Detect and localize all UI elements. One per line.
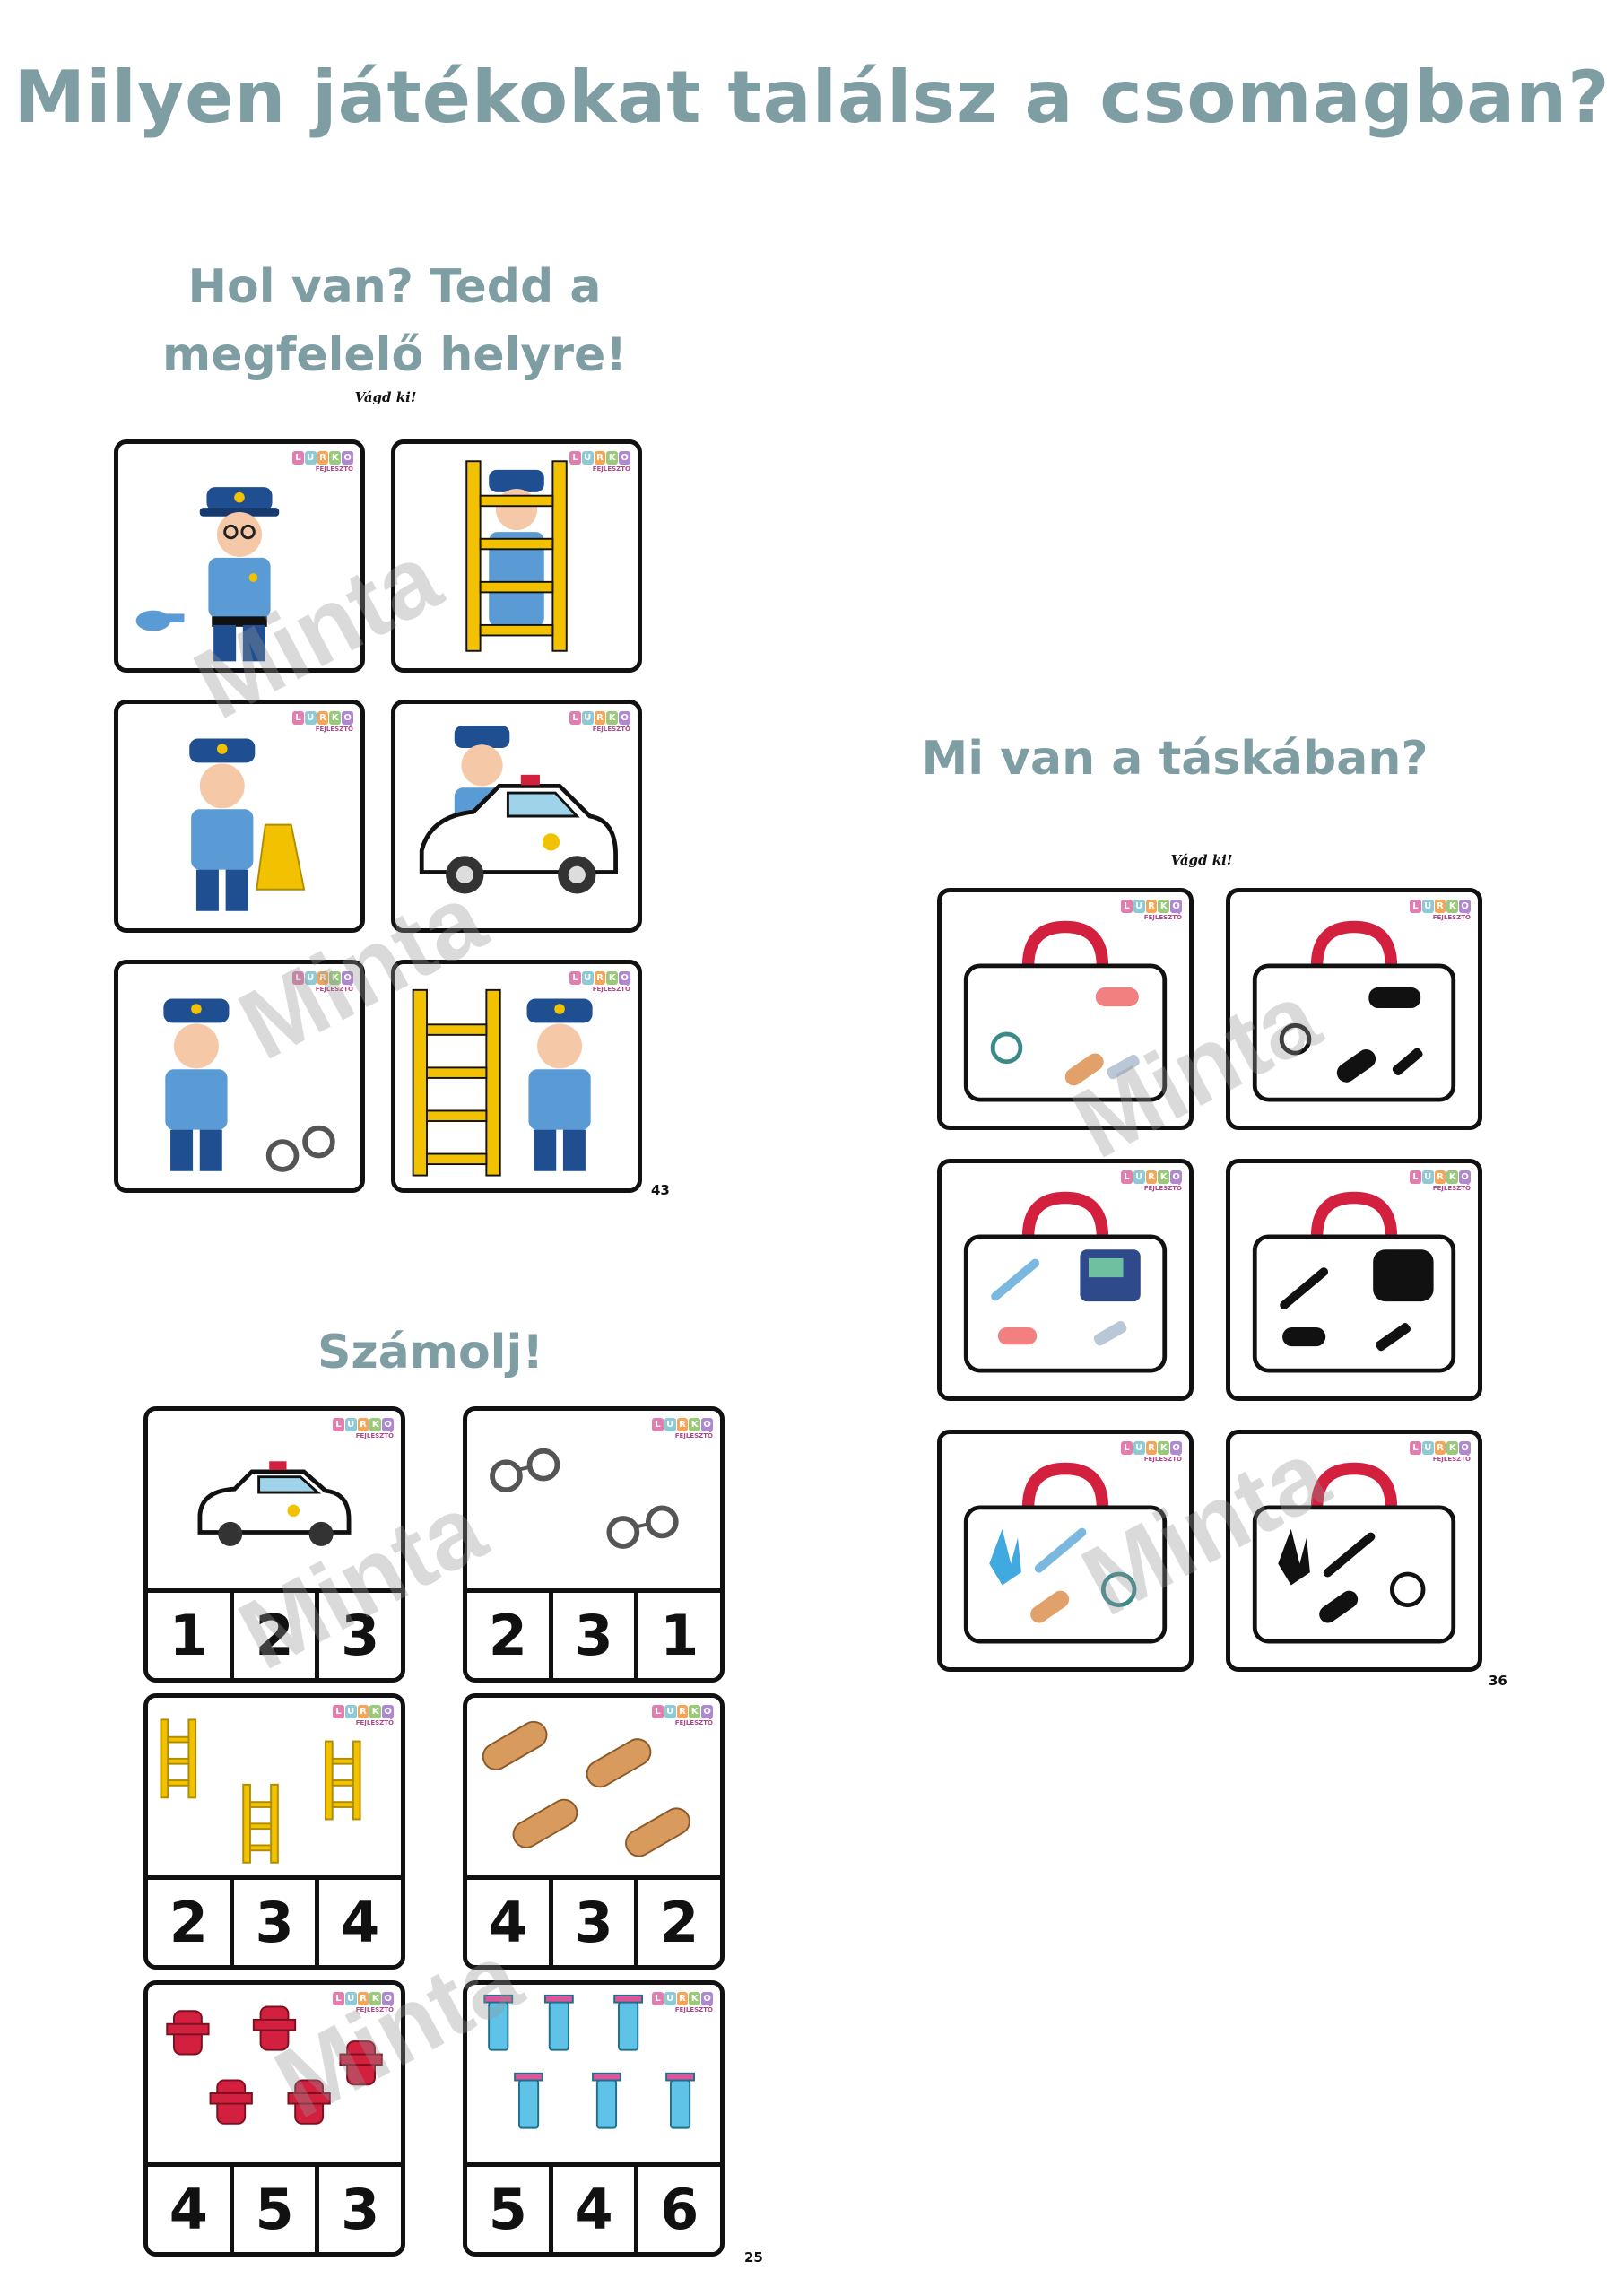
handcuffs-icon [490, 1448, 679, 1549]
police-section-title: Hol van? Tedd a megfelelő helyre! [162, 260, 627, 382]
bandage-icon [482, 1720, 690, 1857]
count-answer-option[interactable]: 3 [553, 1593, 639, 1678]
doctor-bag-colored-icon [963, 920, 1168, 1102]
ladder-icon [160, 1718, 361, 1864]
police-with-handcuffs-icon [163, 998, 335, 1172]
police-car-icon [197, 1461, 352, 1546]
count-answer-option[interactable]: 6 [660, 2177, 699, 2242]
count-answer-option[interactable]: 3 [341, 2177, 380, 2242]
fire-hydrant-icon [166, 2005, 383, 2125]
count-answer-option[interactable]: 1 [660, 1603, 699, 1668]
bag-section-title: Mi van a táskában? [921, 732, 1429, 786]
count-page-number: 25 [744, 2249, 763, 2266]
count-answer-row: 2 3 1 [467, 1588, 720, 1678]
bag-cut-label: Vágd ki! [1170, 852, 1233, 868]
count-answer-option[interactable]: 3 [341, 1603, 380, 1668]
police-behind-ladder-icon [465, 460, 568, 652]
police-next-to-ladder-icon [412, 988, 593, 1177]
count-answer-option[interactable]: 5 [467, 2167, 553, 2252]
syringe-icon [483, 1994, 695, 2129]
doctor-bag-colored-icon [963, 1462, 1168, 1644]
count-answer-option[interactable]: 5 [234, 2167, 320, 2252]
count-answer-option[interactable]: 3 [234, 1880, 320, 1965]
count-answer-option[interactable]: 4 [341, 1890, 380, 1955]
page-title: Milyen játékokat találsz a csomagban? [13, 56, 1611, 139]
police-page-number: 43 [651, 1182, 670, 1198]
count-answer-option[interactable]: 2 [148, 1880, 234, 1965]
count-answer-option[interactable]: 2 [234, 1593, 320, 1678]
doctor-bag-colored-icon [963, 1191, 1168, 1373]
count-answer-option[interactable]: 2 [660, 1890, 699, 1955]
count-answer-row: 2 3 4 [148, 1875, 401, 1965]
count-answer-option[interactable]: 4 [467, 1880, 553, 1965]
doctor-bag-silhouette-icon [1252, 1462, 1456, 1644]
count-section-title: Számolj! [317, 1326, 544, 1379]
count-answer-option[interactable]: 3 [553, 1880, 639, 1965]
count-answer-row: 4 3 2 [467, 1875, 720, 1965]
count-answer-row: 1 2 3 [148, 1588, 401, 1678]
police-with-sign-icon [189, 738, 306, 911]
police-officer-whistle-icon [135, 487, 280, 662]
doctor-bag-silhouette-icon [1252, 920, 1456, 1102]
count-answer-row: 4 5 3 [148, 2162, 401, 2252]
police-cut-label: Vágd ki! [354, 389, 417, 405]
count-answer-option[interactable]: 1 [148, 1593, 234, 1678]
count-answer-row: 5 4 6 [467, 2162, 720, 2252]
doctor-bag-silhouette-icon [1252, 1191, 1456, 1373]
count-answer-option[interactable]: 4 [553, 2167, 639, 2252]
count-answer-option[interactable]: 2 [467, 1593, 553, 1678]
bag-page-number: 36 [1489, 1673, 1507, 1689]
police-with-car-icon [419, 726, 618, 894]
count-answer-option[interactable]: 4 [148, 2167, 234, 2252]
